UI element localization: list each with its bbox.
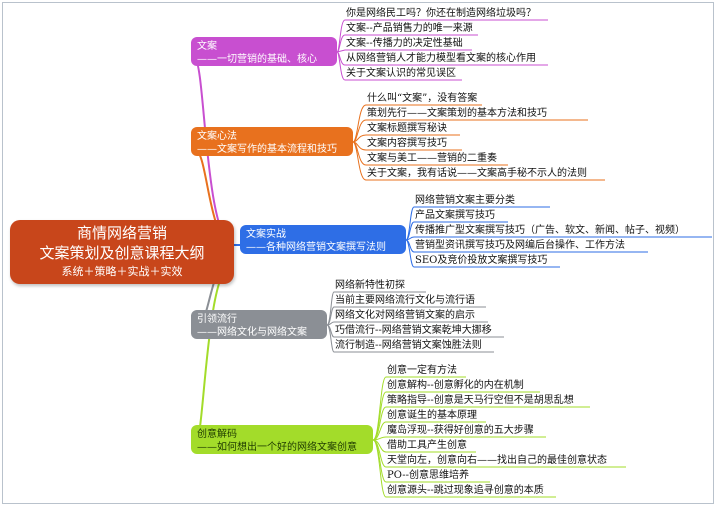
branch-title: 引领流行 (197, 314, 237, 325)
leaf-item[interactable]: 策划先行——文案策划的基本方法和技巧 (367, 108, 547, 119)
root-node[interactable]: 商情网络营销 文案策划及创意课程大纲 系统＋策略＋实战＋实效 (10, 220, 234, 284)
branch-node-shizhan[interactable]: 文案实战 ——各种网络营销文案撰写法则 (240, 225, 406, 254)
leaf-item[interactable]: 产品文案撰写技巧 (415, 210, 495, 221)
branch-subtitle: ——网络文化与网络文案 (197, 327, 307, 338)
leaf-item[interactable]: 营销型资讯撰写技巧及网编后台操作、工作方法 (415, 240, 625, 251)
leaf-item[interactable]: PO--创意思维培养 (387, 470, 470, 481)
leaf-item[interactable]: 你是网络民工吗？你还在制造网络垃圾吗？ (346, 8, 536, 19)
branch-title: 文案实战 (246, 229, 286, 240)
root-subtitle: 系统＋策略＋实战＋实效 (61, 265, 183, 278)
branch-node-liuxing[interactable]: 引领流行 ——网络文化与网络文案 (191, 310, 327, 339)
root-title-line2: 文案策划及创意课程大纲 (39, 244, 205, 262)
branch-title: 文案 (197, 41, 217, 52)
leaf-item[interactable]: 从网络营销人才能力模型看文案的核心作用 (346, 53, 536, 64)
leaf-item[interactable]: 创意诞生的基本原理 (387, 410, 477, 421)
leaf-item[interactable]: 巧借流行--网络营销文案乾坤大挪移 (335, 325, 492, 336)
leaf-item[interactable]: 文案--传播力的决定性基础 (346, 38, 463, 49)
leaf-item[interactable]: 关于文案认识的常见误区 (346, 68, 456, 79)
branch-node-wenan[interactable]: 文案 ——一切营销的基础、核心 (191, 37, 337, 66)
leaf-item[interactable]: 什么叫“文案”，没有答案 (367, 93, 478, 104)
leaf-item[interactable]: 传播推广型文案撰写技巧（广告、软文、新闻、帖子、视频） (415, 225, 685, 236)
leaf-item[interactable]: 创意解构--创意孵化的内在机制 (387, 380, 524, 391)
branch-subtitle: ——各种网络营销文案撰写法则 (246, 242, 386, 253)
branch-subtitle: ——一切营销的基础、核心 (197, 54, 317, 65)
leaf-item[interactable]: 流行制造--网络营销文案蚀胜法则 (335, 340, 482, 351)
leaf-item[interactable]: 网络新特性初探 (335, 280, 405, 291)
root-title-line1: 商情网络营销 (76, 224, 167, 242)
leaf-item[interactable]: 策略指导--创意是天马行空但不是胡思乱想 (387, 395, 574, 406)
leaf-item[interactable]: 借助工具产生创意 (387, 440, 467, 451)
leaf-item[interactable]: 当前主要网络流行文化与流行语 (335, 295, 475, 306)
leaf-item[interactable]: 关于文案，我有话说——文案高手秘不示人的法则 (367, 168, 587, 179)
leaf-item[interactable]: SEO及竞价投放文案撰写技巧 (415, 255, 548, 266)
leaf-item[interactable]: 创意源头--跳过现象追寻创意的本质 (387, 485, 544, 496)
leaf-item[interactable]: 网络营销文案主要分类 (415, 195, 515, 206)
branch-subtitle: ——如何想出一个好的网络文案创意 (197, 442, 357, 453)
leaf-item[interactable]: 文案标题撰写秘诀 (367, 123, 447, 134)
leaf-item[interactable]: 天堂向左，创意向右——找出自己的最佳创意状态 (387, 455, 607, 466)
leaf-item[interactable]: 创意一定有方法 (387, 365, 457, 376)
canvas-frame (2, 2, 714, 504)
leaf-item[interactable]: 魔岛浮现--获得好创意的五大步骤 (387, 425, 534, 436)
branch-node-xinfa[interactable]: 文案心法 ——文案写作的基本流程和技巧 (191, 127, 353, 156)
leaf-item[interactable]: 网络文化对网络营销文案的启示 (335, 310, 475, 321)
leaf-item[interactable]: 文案--产品销售力的唯一来源 (346, 23, 473, 34)
branch-title: 文案心法 (197, 131, 237, 142)
leaf-item[interactable]: 文案内容撰写技巧 (367, 138, 447, 149)
branch-node-chuangyi[interactable]: 创意解码 ——如何想出一个好的网络文案创意 (191, 425, 373, 454)
branch-subtitle: ——文案写作的基本流程和技巧 (197, 144, 337, 155)
branch-title: 创意解码 (197, 429, 237, 440)
leaf-item[interactable]: 文案与美工——营销的二重奏 (367, 153, 497, 164)
